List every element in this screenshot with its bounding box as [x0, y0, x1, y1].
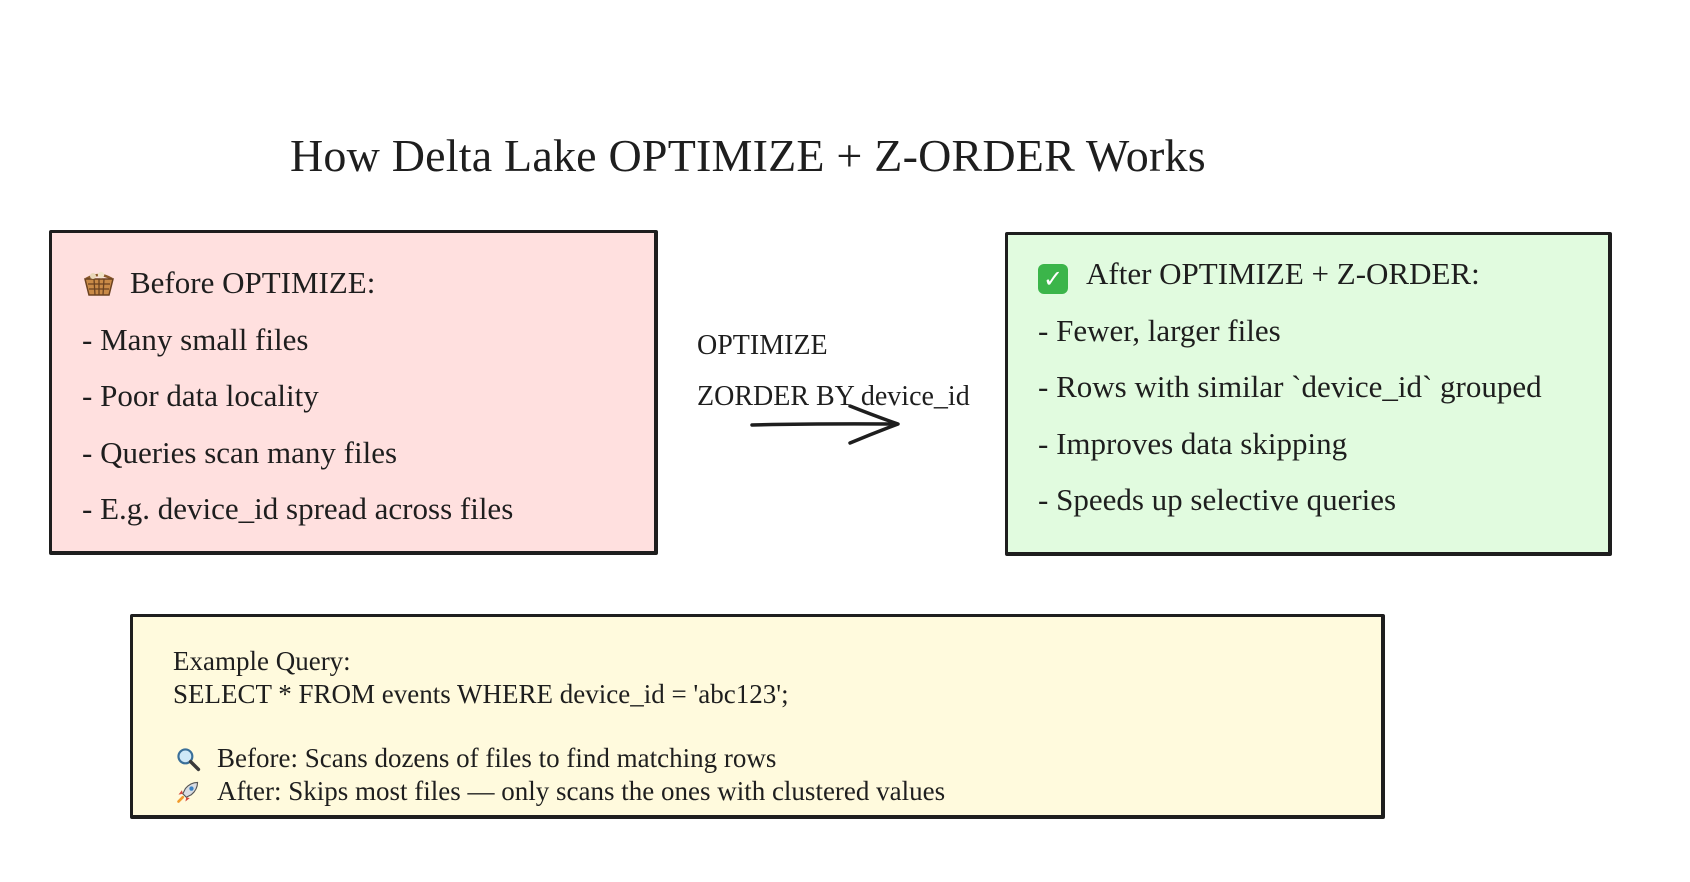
check-mark-icon: ✓: [1038, 264, 1068, 294]
rocket-icon: [177, 781, 199, 803]
transition-line-1: OPTIMIZE: [697, 330, 828, 361]
before-panel-content: Before OPTIMIZE: - Many small files - Po…: [82, 255, 513, 538]
after-heading-line: ✓ After OPTIMIZE + Z-ORDER:: [1038, 246, 1542, 303]
before-heading-line: Before OPTIMIZE:: [82, 255, 513, 312]
query-after-text: After: Skips most files — only scans the…: [217, 775, 946, 806]
after-heading: After OPTIMIZE + Z-ORDER:: [1086, 256, 1480, 291]
before-item: - E.g. device_id spread across files: [82, 491, 514, 526]
after-item: - Improves data skipping: [1038, 425, 1348, 461]
after-item: - Fewer, larger files: [1038, 312, 1281, 348]
query-before-line: Before: Scans dozens of files to find ma…: [173, 742, 945, 775]
before-optimize-panel: Before OPTIMIZE: - Many small files - Po…: [49, 230, 658, 555]
magnifier-icon: [177, 748, 201, 772]
query-content: Example Query: SELECT * FROM events WHER…: [173, 645, 945, 807]
query-after-line: After: Skips most files — only scans the…: [173, 775, 945, 808]
example-query-panel: Example Query: SELECT * FROM events WHER…: [130, 614, 1385, 819]
query-spacer: [173, 710, 945, 742]
basket-icon: [84, 271, 114, 296]
before-item: - Queries scan many files: [82, 434, 398, 470]
query-before-text: Before: Scans dozens of files to find ma…: [217, 743, 777, 773]
transition-line-2: ZORDER BY device_id: [697, 381, 970, 412]
query-sql: SELECT * FROM events WHERE device_id = '…: [173, 678, 789, 709]
right-arrow-icon: [750, 404, 900, 445]
after-optimize-panel: ✓ After OPTIMIZE + Z-ORDER: - Fewer, larg…: [1005, 232, 1612, 556]
after-item: - Speeds up selective queries: [1038, 482, 1397, 517]
after-panel-content: ✓ After OPTIMIZE + Z-ORDER: - Fewer, larg…: [1038, 246, 1542, 529]
before-item: - Many small files: [82, 321, 309, 357]
before-heading: Before OPTIMIZE:: [130, 265, 376, 300]
diagram-title: How Delta Lake OPTIMIZE + Z-ORDER Works: [290, 130, 1206, 181]
transition-label: OPTIMIZE ZORDER BY device_id: [697, 320, 970, 422]
query-label: Example Query:: [173, 646, 351, 676]
before-item: - Poor data locality: [82, 378, 319, 413]
after-item: - Rows with similar `device_id` grouped: [1038, 369, 1542, 404]
